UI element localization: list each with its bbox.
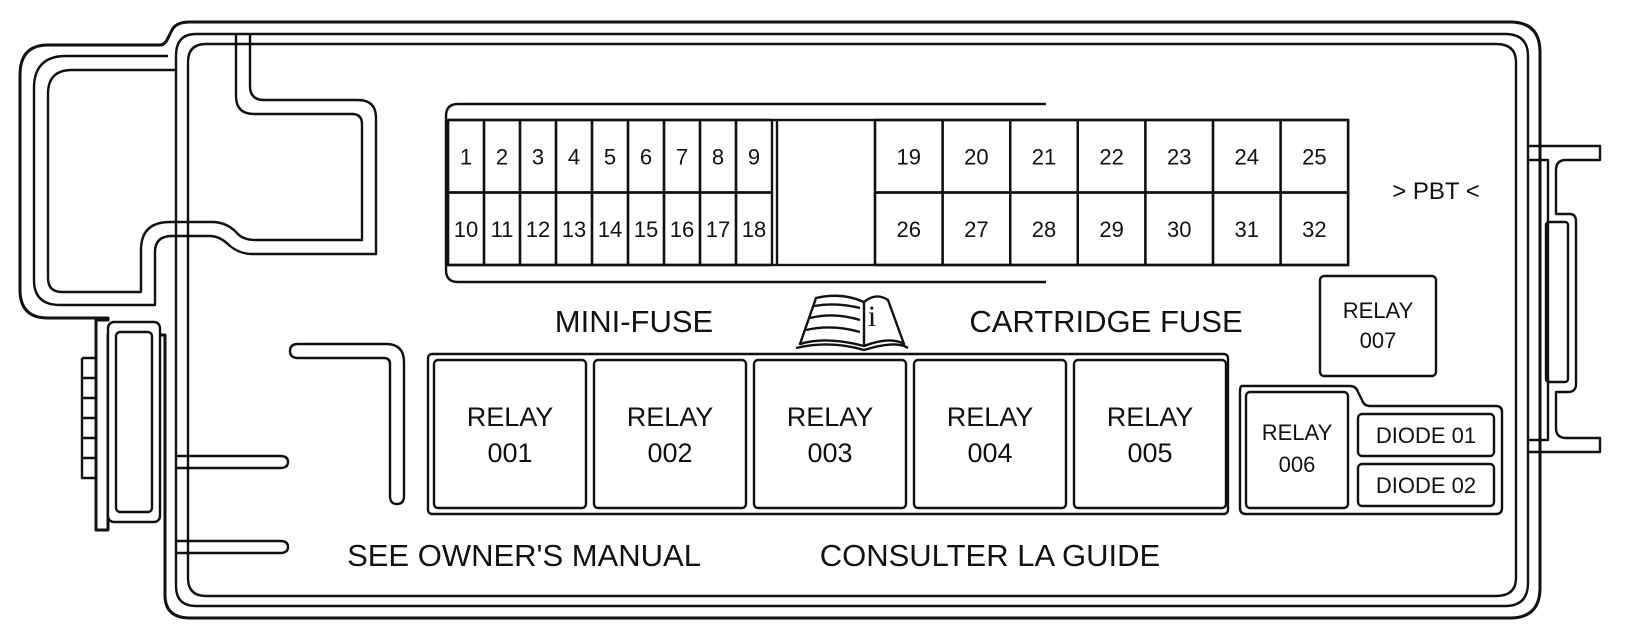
relay-label-line1: RELAY [787, 402, 874, 432]
relay-007-line1: RELAY [1343, 298, 1414, 323]
mini-fuse-number: 9 [748, 144, 760, 169]
mini-fuse-number: 13 [562, 217, 586, 242]
relay-label-line2: 002 [647, 438, 692, 468]
left-tab-upper [176, 454, 290, 470]
cartridge-fuse-cell [1279, 191, 1350, 267]
cartridge-fuse-number: 25 [1302, 144, 1326, 169]
relay-label-line2: 001 [487, 438, 532, 468]
relay-007-box [1318, 274, 1438, 378]
right-connector [1528, 144, 1602, 454]
cartridge-fuse-number: 23 [1167, 144, 1191, 169]
mini-fuse-number: 3 [532, 144, 544, 169]
right-connector-pin [1544, 220, 1570, 384]
mini-fuse-number: 12 [526, 217, 550, 242]
relay-bay-frame [426, 352, 1230, 516]
left-connector-inner [114, 330, 154, 514]
mini-fuse-number: 11 [491, 217, 514, 242]
relay-007-line2: 007 [1360, 328, 1397, 353]
mini-fuse-number: 15 [634, 217, 658, 242]
relay-box [752, 358, 908, 510]
mini-fuse-cell [734, 191, 774, 267]
housing-outline [18, 20, 1542, 620]
pbt-label: > PBT < [1392, 178, 1480, 205]
diode-01-label: DIODE 01 [1376, 423, 1476, 448]
fuse-panel-frame [444, 102, 1046, 284]
mini-fuse-label: MINI-FUSE [555, 304, 713, 339]
relay-006-bay-frame [1238, 384, 1504, 516]
cartridge-fuse-number: 19 [897, 144, 921, 169]
cartridge-fuse-number: 26 [897, 217, 921, 242]
cartridge-fuse-number: 32 [1302, 217, 1326, 242]
relay-label-line1: RELAY [947, 402, 1034, 432]
mini-fuse-number: 18 [742, 217, 766, 242]
mini-fuse-number: 14 [598, 217, 622, 242]
mini-fuse-number: 8 [712, 144, 724, 169]
relay-label-line2: 005 [1127, 438, 1172, 468]
see-owners-manual-text: SEE OWNER'S MANUAL [347, 538, 701, 573]
cartridge-fuse-number: 29 [1099, 217, 1123, 242]
mini-fuse-number: 7 [676, 144, 688, 169]
cartridge-fuse-number: 28 [1032, 217, 1056, 242]
cartridge-fuse-number: 24 [1235, 144, 1259, 169]
mini-fuse-number: 17 [706, 217, 730, 242]
relay-row: RELAY 001 RELAY 002 RELAY 003 RELAY 004 RELAY 005 [432, 358, 1228, 510]
cartridge-fuse-number: 21 [1032, 144, 1056, 169]
cartridge-fuse-number: 30 [1167, 217, 1191, 242]
book-icon: i [795, 294, 909, 352]
cartridge-fuse-number: 22 [1099, 144, 1123, 169]
cartridge-fuse-grid: 19 20 21 22 23 24 25 26 27 28 29 30 31 32 [873, 118, 1350, 267]
relay-label-line2: 003 [807, 438, 852, 468]
cartridge-fuse-number: 31 [1235, 217, 1259, 242]
left-connector-bumps [80, 356, 96, 480]
left-latch-loop-inner [46, 34, 364, 294]
relay-006-box [1244, 390, 1350, 510]
left-tab-lower [176, 539, 290, 555]
housing-inner-outline [174, 32, 1530, 608]
diode-02-label: DIODE 02 [1376, 473, 1476, 498]
right-connector-inner [1528, 158, 1550, 442]
cartridge-fuse-number: 27 [964, 217, 988, 242]
relay-box [912, 358, 1068, 510]
diode-02-box [1356, 462, 1496, 508]
housing-inner-rim [186, 42, 1518, 598]
left-connector-block [106, 320, 162, 524]
book-icon-glyph: i [868, 300, 876, 333]
mini-fuse-number: 2 [496, 144, 508, 169]
relay-box [592, 358, 748, 510]
left-latch-loop [32, 34, 378, 307]
relay-006-line1: RELAY [1262, 420, 1333, 445]
cartridge-fuse-number: 20 [964, 144, 988, 169]
relay-label-line2: 004 [967, 438, 1012, 468]
mini-fuse-number: 4 [568, 144, 580, 169]
mini-fuse-number: 1 [460, 144, 472, 169]
relay-label-line1: RELAY [467, 402, 554, 432]
mini-fuse-number: 6 [640, 144, 652, 169]
mini-fuse-number: 16 [670, 217, 694, 242]
relay-box [432, 358, 588, 510]
relay-006-line2: 006 [1279, 452, 1316, 477]
relay-box [1072, 358, 1228, 510]
l-shaped-rib [288, 342, 406, 506]
relay-label-line1: RELAY [627, 402, 714, 432]
diode-01-box [1356, 412, 1496, 458]
consulter-la-guide-text: CONSULTER LA GUIDE [820, 538, 1161, 573]
cartridge-fuse-label: CARTRIDGE FUSE [969, 304, 1242, 339]
relay-label-line1: RELAY [1107, 402, 1194, 432]
mini-fuse-number: 5 [604, 144, 616, 169]
mini-fuse-number: 10 [454, 217, 478, 242]
